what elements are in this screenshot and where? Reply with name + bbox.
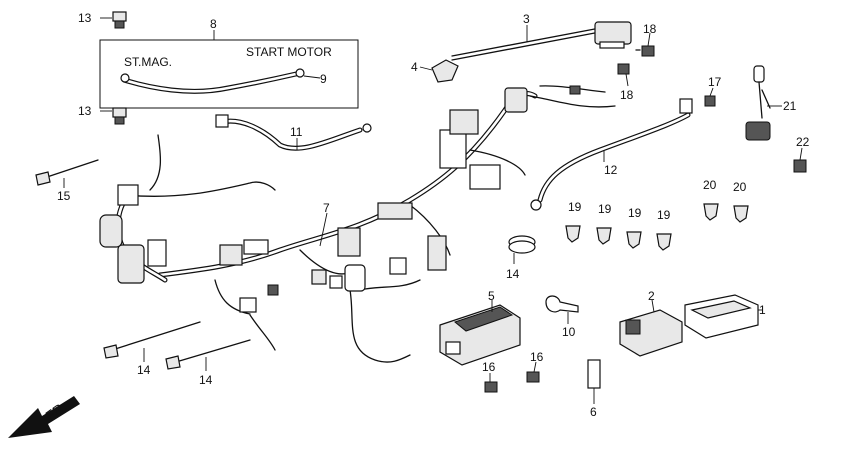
cover-1 [684,294,762,339]
cable-tie-14-right [508,235,536,264]
callout-5: 5 [488,289,495,303]
bolt-18-lower [617,63,630,87]
main-wire-harness [99,85,616,363]
clamp-10 [545,295,579,324]
regulator-rectifier-5 [439,300,521,366]
callout-14-right: 14 [506,267,520,281]
clips-20 [703,203,749,223]
callout-17: 17 [708,75,722,89]
callout-16-right: 16 [530,350,544,364]
callout-4: 4 [411,60,418,74]
callout-14-left: 14 [137,363,151,377]
front-direction-arrow: FR. [8,396,80,438]
callout-20-a: 20 [703,178,717,192]
relay-2 [619,299,683,357]
callout-12: 12 [604,163,618,177]
spark-plug-cap [419,59,459,83]
callout-11: 11 [290,125,303,139]
battery-cable-12 [530,98,693,211]
callout-18-upper: 18 [643,22,657,36]
ignition-coil [451,21,632,61]
callout-13-bottom: 13 [78,104,92,118]
callout-6: 6 [590,405,597,419]
fuse-6 [587,359,601,404]
callout-15: 15 [57,189,71,203]
callout-8: 8 [210,17,217,31]
switch-21 [745,65,782,141]
callout-9: 9 [320,72,327,86]
bolt-17 [704,87,716,107]
bolt-18-upper [635,32,655,57]
callout-16-left: 16 [482,360,496,374]
start-motor-label: START MOTOR [246,45,332,59]
callout-2: 2 [648,289,655,303]
clips-19 [565,225,672,251]
callout-19-b: 19 [598,202,612,216]
callout-19-d: 19 [657,208,671,222]
bolt-16-left [484,373,498,393]
callout-20-b: 20 [733,180,747,194]
callout-21: 21 [783,99,797,113]
callout-18-lower: 18 [620,88,634,102]
cable-tie-14-left [103,321,201,362]
bolt-13-bottom [100,107,127,125]
callout-1: 1 [759,303,766,317]
callout-3: 3 [523,12,530,26]
ground-cable-11 [215,114,372,151]
bolt-13-top [100,11,127,29]
bolt-22 [793,147,807,173]
callout-labels: 1 2 3 4 5 6 7 8 9 10 11 12 13 13 14 14 1… [57,11,810,419]
starter-cable-kit-box: ST.MAG. START MOTOR [99,30,359,109]
cable-tie-15 [35,159,99,188]
callout-7: 7 [323,201,330,215]
callout-13-top: 13 [78,11,92,25]
cable-tie-14-mid [165,339,251,371]
bolt-16-right [526,361,540,383]
callout-19-c: 19 [628,206,642,220]
callout-14-mid: 14 [199,373,213,387]
st-mag-label: ST.MAG. [124,55,172,69]
callout-22: 22 [796,135,810,149]
callout-19-a: 19 [568,200,582,214]
callout-10: 10 [562,325,576,339]
